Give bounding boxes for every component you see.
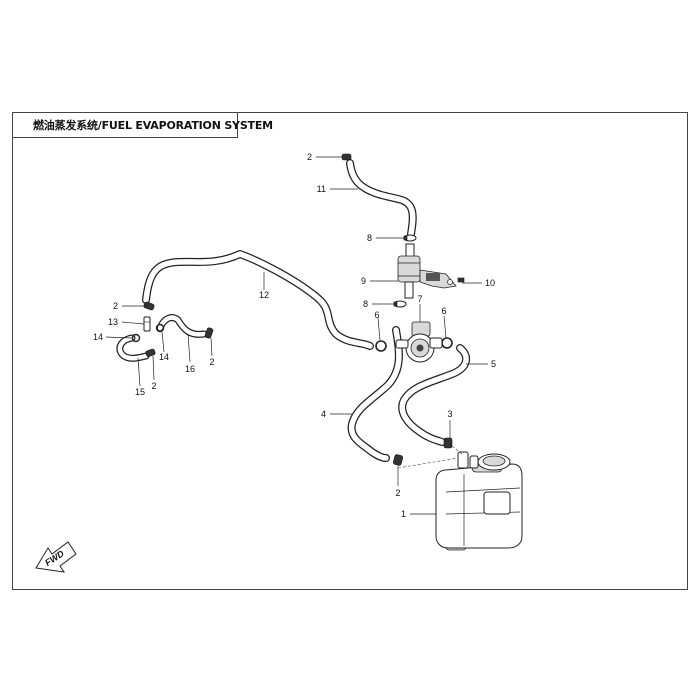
callout-8: 8 <box>367 233 372 243</box>
callout-1: 1 <box>401 509 406 519</box>
purge-valve-7 <box>395 321 443 363</box>
callout-8: 8 <box>363 299 368 309</box>
fwd-arrow: FWD <box>35 541 77 573</box>
callout-11: 11 <box>317 184 326 194</box>
callouts: 2 11 8 9 10 12 8 7 6 6 5 2 13 14 14 16 2… <box>93 152 496 519</box>
hose-12 <box>142 250 374 350</box>
leader-lines <box>105 156 488 515</box>
callout-6: 6 <box>441 306 446 316</box>
hose-11 <box>346 159 417 238</box>
clamp-14-left <box>131 333 141 343</box>
callout-14: 14 <box>159 352 169 362</box>
callout-2: 2 <box>113 301 118 311</box>
clamp-8-upper <box>403 234 417 242</box>
callout-7: 7 <box>417 294 422 304</box>
callout-2: 2 <box>307 152 312 162</box>
callout-2: 2 <box>151 381 156 391</box>
hose-16 <box>156 314 208 338</box>
clamp-2-mid-left <box>145 348 156 357</box>
hose-5 <box>398 344 471 446</box>
callout-3: 3 <box>447 409 452 419</box>
diagram-title: 燃油蒸发系统/FUEL EVAPORATION SYSTEM <box>33 119 273 132</box>
clamp-8-lower <box>393 300 407 308</box>
hose-4 <box>347 326 403 462</box>
hose-15 <box>116 334 150 362</box>
canister-1 <box>435 451 523 551</box>
callout-4: 4 <box>321 409 326 419</box>
filter-9 <box>397 243 421 299</box>
callout-13: 13 <box>108 317 118 327</box>
callout-10: 10 <box>485 278 495 288</box>
diagram-frame <box>12 112 688 590</box>
callout-5: 5 <box>491 359 496 369</box>
callout-2: 2 <box>395 488 400 498</box>
clamp-14-right <box>155 323 165 333</box>
callout-16: 16 <box>185 364 195 374</box>
clamp-2-bottom <box>392 454 404 466</box>
callout-9: 9 <box>361 276 366 286</box>
clamp-6-right <box>441 337 453 349</box>
title-box: 燃油蒸发系统/FUEL EVAPORATION SYSTEM <box>12 112 273 138</box>
bracket-10 <box>419 269 465 289</box>
callout-6: 6 <box>374 310 379 320</box>
callout-2: 2 <box>209 357 214 367</box>
clamp-2-hose16-end <box>204 327 214 339</box>
clamp-3 <box>443 437 453 449</box>
callout-12: 12 <box>259 290 269 300</box>
fitting-13 <box>143 316 151 332</box>
clamp-6-left <box>375 340 387 352</box>
callout-15: 15 <box>135 387 145 397</box>
clamp-2-left <box>143 301 155 311</box>
callout-14: 14 <box>93 332 103 342</box>
clamp-2-top <box>341 153 352 161</box>
